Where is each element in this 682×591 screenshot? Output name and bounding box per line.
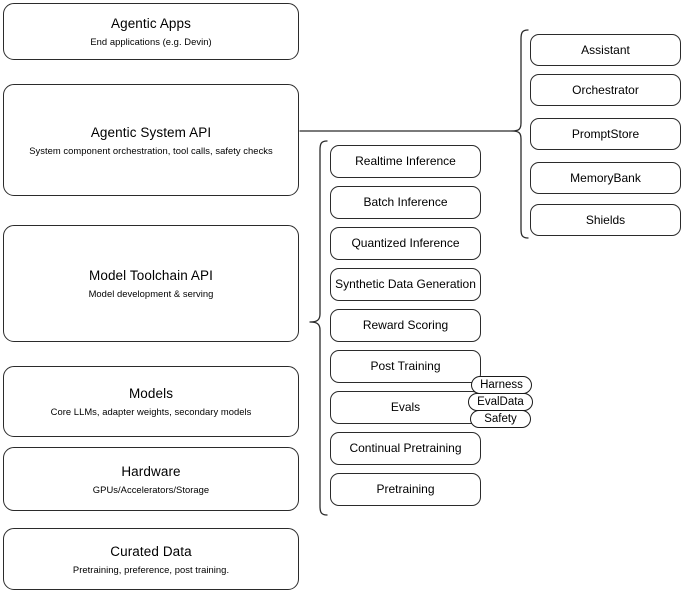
component-box-memorybank[interactable]: MemoryBank [530,162,681,194]
toolchain-box-pretraining[interactable]: Pretraining [330,473,481,506]
layer-subtitle: Core LLMs, adapter weights, secondary mo… [50,406,252,417]
evals-pill-label: EvalData [477,396,524,408]
toolchain-box-post-training[interactable]: Post Training [330,350,481,383]
layer-title: Hardware [121,463,181,479]
toolchain-box-realtime-inference[interactable]: Realtime Inference [330,145,481,178]
layer-box-agentic-system-api[interactable]: Agentic System API System component orch… [3,84,299,196]
toolchain-label: Synthetic Data Generation [335,277,476,291]
component-box-assistant[interactable]: Assistant [530,34,681,66]
toolchain-label: Batch Inference [363,195,448,209]
toolchain-box-reward-scoring[interactable]: Reward Scoring [330,309,481,342]
layer-box-model-toolchain-api[interactable]: Model Toolchain API Model development & … [3,225,299,342]
toolchain-box-evals[interactable]: Evals [330,391,481,424]
toolchain-label: Quantized Inference [351,236,460,250]
evals-pill-label: Harness [480,379,523,391]
toolchain-label: Evals [390,400,421,414]
layer-title: Model Toolchain API [89,268,213,283]
layer-box-agentic-apps[interactable]: Agentic Apps End applications (e.g. Devi… [3,3,299,60]
component-label: Assistant [581,42,630,57]
toolchain-box-batch-inference[interactable]: Batch Inference [330,186,481,219]
evals-pill-evaldata[interactable]: EvalData [468,393,533,411]
layer-title: Agentic System API [90,124,212,140]
toolchain-box-continual-pretraining[interactable]: Continual Pretraining [330,432,481,465]
layer-title: Curated Data [110,543,192,559]
component-label: MemoryBank [570,170,641,185]
layer-subtitle: Pretraining, preference, post training. [72,563,230,575]
toolchain-label: Pretraining [376,482,435,496]
component-box-promptstore[interactable]: PromptStore [530,118,681,150]
component-label: Orchestrator [572,82,639,97]
layer-box-hardware[interactable]: Hardware GPUs/Accelerators/Storage [3,447,299,511]
component-label: Shields [585,212,626,227]
layer-subtitle: GPUs/Accelerators/Storage [92,483,210,495]
component-box-orchestrator[interactable]: Orchestrator [530,74,681,106]
component-label: PromptStore [571,126,640,141]
layer-box-models[interactable]: Models Core LLMs, adapter weights, secon… [3,366,299,437]
layer-box-curated-data[interactable]: Curated Data Pretraining, preference, po… [3,528,299,590]
layer-title: Models [128,386,174,401]
curly-bracket-toolchain-components [305,139,331,519]
evals-pill-harness[interactable]: Harness [471,376,532,394]
layer-subtitle: System component orchestration, tool cal… [29,144,273,156]
evals-pill-safety[interactable]: Safety [470,410,531,428]
toolchain-label: Realtime Inference [355,154,456,168]
component-box-shields[interactable]: Shields [530,204,681,236]
layer-subtitle: End applications (e.g. Devin) [90,36,212,47]
toolchain-label: Reward Scoring [362,318,449,332]
evals-pill-label: Safety [484,413,517,425]
connector-line-system-api-to-components [299,124,522,140]
layer-title: Agentic Apps [110,16,191,31]
toolchain-box-quantized-inference[interactable]: Quantized Inference [330,227,481,260]
layer-subtitle: Model development & serving [88,288,214,299]
toolchain-box-synthetic-data-generation[interactable]: Synthetic Data Generation [330,268,481,301]
curly-bracket-system-components [508,28,532,242]
toolchain-label: Continual Pretraining [349,441,462,455]
toolchain-label: Post Training [370,359,441,373]
